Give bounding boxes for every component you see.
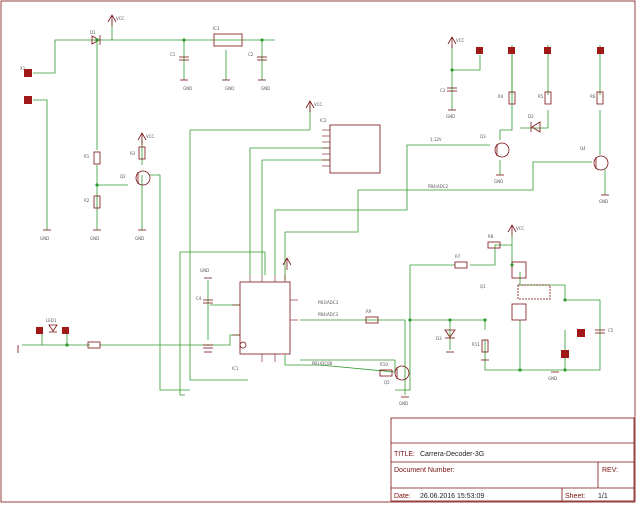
net-label-2: PB4/ADC2 bbox=[428, 184, 449, 189]
label-c4: C4 bbox=[196, 296, 202, 301]
label-r5: R5 bbox=[538, 94, 544, 99]
supply-symbols bbox=[107, 14, 517, 270]
vcc-label-2: VCC bbox=[146, 134, 155, 139]
label-r11: R11 bbox=[472, 342, 480, 347]
label-q5: Q5 bbox=[384, 380, 390, 385]
label-r9: R9 bbox=[366, 309, 372, 314]
date-label: Date: bbox=[394, 493, 411, 500]
junctions bbox=[65, 38, 567, 372]
label-q4: Q4 bbox=[580, 146, 586, 151]
label-r6: R6 bbox=[590, 94, 596, 99]
label-r8: R8 bbox=[488, 234, 494, 239]
label-r7: R7 bbox=[455, 254, 461, 259]
document-number-label: Document Number: bbox=[394, 467, 455, 474]
sheet-value: 1/1 bbox=[598, 493, 608, 500]
ic2-pins bbox=[322, 129, 330, 167]
label-r2: R2 bbox=[84, 198, 90, 203]
gnd-label-5: GND bbox=[90, 236, 99, 241]
label-x1: X1 bbox=[20, 66, 26, 71]
label-d2: D2 bbox=[528, 114, 534, 119]
rev-label: REV: bbox=[602, 467, 618, 474]
label-d1: D1 bbox=[90, 30, 96, 35]
net-label-4: PB4/ADC3 bbox=[318, 312, 339, 317]
gnd-label-8: GND bbox=[494, 179, 503, 184]
title-value: Carrera-Decoder-3G bbox=[420, 451, 484, 458]
gnd-label-11: GND bbox=[200, 268, 209, 273]
gnd-label-7: GND bbox=[446, 114, 455, 119]
gnd-label-12: GND bbox=[548, 376, 557, 381]
label-r3: R3 bbox=[130, 151, 136, 156]
label-c2: C2 bbox=[248, 52, 254, 57]
label-ic1: IC1 bbox=[213, 26, 220, 31]
gnd-label-2: GND bbox=[225, 86, 234, 91]
gnd-label-4: GND bbox=[40, 236, 49, 241]
gnd-label-9: GND bbox=[599, 199, 608, 204]
label-mcu: IC1 bbox=[232, 366, 239, 371]
label-d3: D3 bbox=[436, 336, 442, 341]
gnd-label-1: GND bbox=[183, 86, 192, 91]
label-c1: C1 bbox=[170, 52, 176, 57]
vcc-label-4: VCC bbox=[456, 38, 465, 43]
vcc-label-3: VCC bbox=[314, 102, 323, 107]
gnd-label-6: GND bbox=[135, 236, 144, 241]
part-labels: IC1 D1 C1 C2 R1 R2 R3 Q2 IC2 R4 R5 R6 D2… bbox=[20, 26, 614, 385]
title-block: TITLE: Carrera-Decoder-3G Document Numbe… bbox=[394, 451, 618, 500]
label-q2: Q2 bbox=[120, 174, 126, 179]
net-label-5: PB1/OC0B bbox=[312, 361, 333, 366]
title-label: TITLE: bbox=[394, 451, 415, 458]
label-q1: Q1 bbox=[480, 284, 486, 289]
net-labels: 1,12V PB4/ADC2 PB3/ADC3 PB4/ADC3 PB1/OC0… bbox=[312, 137, 449, 366]
vcc-label-1: VCC bbox=[116, 16, 125, 21]
components bbox=[48, 33, 609, 381]
label-r4: R4 bbox=[498, 94, 504, 99]
label-r10: R10 bbox=[380, 362, 388, 367]
sheet-label: Sheet: bbox=[565, 493, 585, 500]
label-q3: Q3 bbox=[480, 134, 486, 139]
wires bbox=[22, 20, 606, 396]
mcu-pins bbox=[232, 275, 298, 362]
ground-symbols bbox=[17, 79, 609, 398]
label-r1: R1 bbox=[84, 154, 90, 159]
vcc-label-5: VCC bbox=[516, 226, 525, 231]
vcc-labels: VCC VCC VCC VCC VCC bbox=[116, 16, 525, 231]
gnd-label-10: GND bbox=[399, 401, 408, 406]
label-c5: C5 bbox=[608, 328, 614, 333]
label-ic2: IC2 bbox=[320, 118, 327, 123]
pads bbox=[24, 47, 604, 358]
label-led1: LED1 bbox=[46, 318, 57, 323]
gnd-label-3: GND bbox=[261, 86, 270, 91]
label-c3: C3 bbox=[440, 88, 446, 93]
net-label-1: 1,12V bbox=[430, 137, 442, 142]
date-value: 26.06.2016 15:53:09 bbox=[420, 493, 484, 500]
net-label-3: PB3/ADC3 bbox=[318, 300, 339, 305]
ground-labels: GND GND GND GND GND GND GND GND GND GND … bbox=[40, 86, 608, 406]
